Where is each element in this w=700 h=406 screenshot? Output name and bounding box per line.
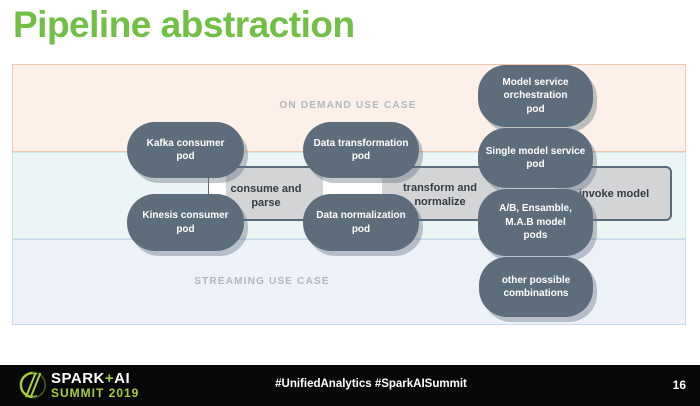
sparkai-summit-logo-text: SPARK+AI SUMMIT 2019 [51,369,140,400]
pipeline-slot-consume [209,176,226,197]
pod-other-possible-combinations: other possible combinations [479,257,593,317]
page-number: 16 [672,378,686,392]
sparkai-summit-logo-icon [14,369,46,401]
step-invoke-model-label: invoke model [578,188,650,200]
logo-line-2: SUMMIT 2019 [51,385,140,400]
hashtags-text: #UnifiedAnalytics #SparkAISummit [275,378,467,390]
footer-bar: SPARK+AI SUMMIT 2019 #UnifiedAnalytics #… [0,365,700,406]
pod-kinesis-consumer: Kinesis consumer pod [127,194,244,251]
step-transform-normalize-label: transform and normalize [403,182,477,209]
logo-line-1: SPARK+AI [51,369,131,387]
pod-model-service-orchestration: Model service orchestration pod [478,65,593,127]
page-title: Pipeline abstraction [13,4,355,45]
on-demand-band-label: ON DEMAND USE CASE [279,100,417,111]
pipeline-slot-transform [323,176,382,197]
pod-data-transformation: Data transformation pod [303,122,419,178]
pipeline-bar [208,166,672,221]
pod-kafka-consumer: Kafka consumer pod [127,122,244,178]
streaming-band-label: STREAMING USE CASE [194,276,330,287]
sparkai-summit-logo: SPARK+AI SUMMIT 2019 [14,369,139,401]
pod-ab-ensamble-mab: A/B, Ensamble, M.A.B model pods [478,189,593,256]
step-consume-parse-label: consume and parse [230,183,302,210]
pod-single-model-service: Single model service pod [478,128,593,188]
pod-data-normalization: Data normalization pod [303,194,419,251]
